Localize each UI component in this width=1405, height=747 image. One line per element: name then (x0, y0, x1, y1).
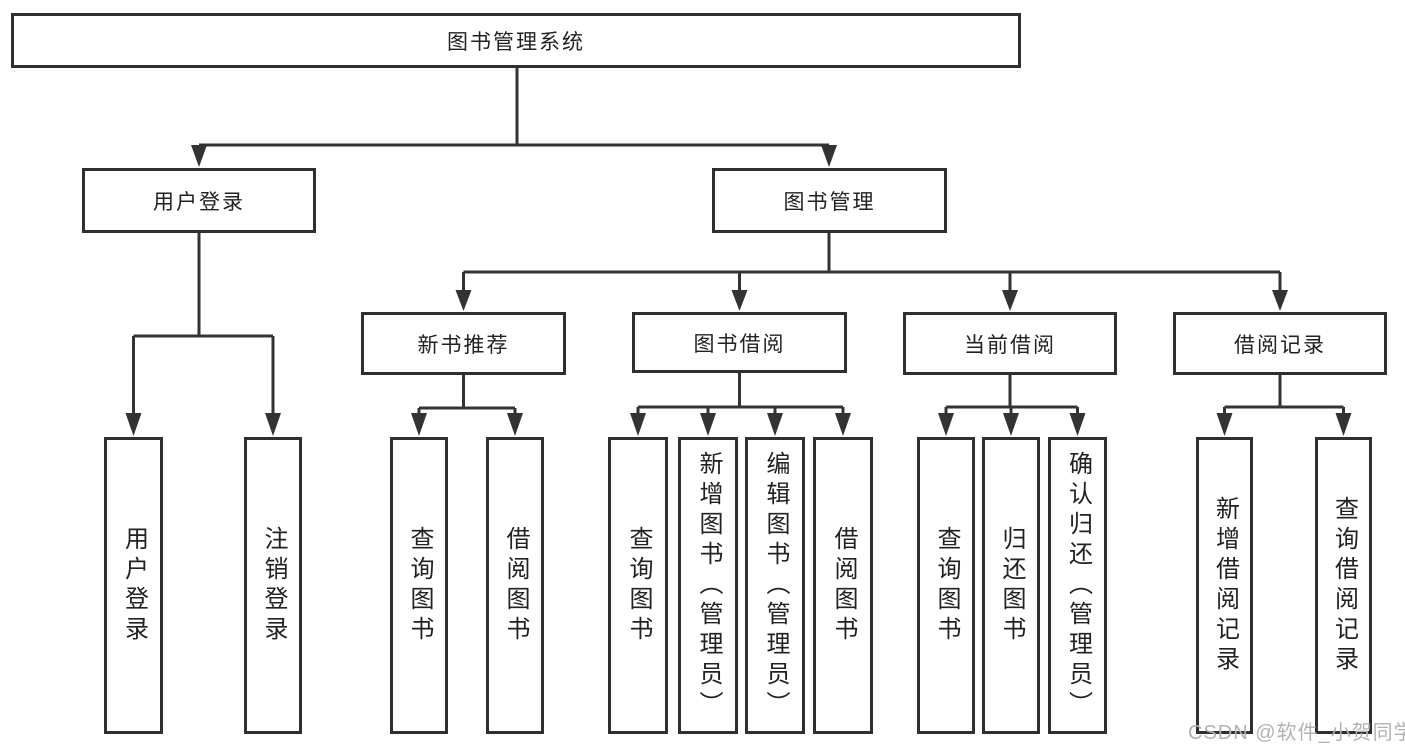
leaf-confirm-return-admin: 确认归还（管理员） (1048, 437, 1107, 734)
node-label: 图书管理系统 (447, 30, 585, 54)
node-label: 归还图书 (998, 525, 1025, 646)
node-label: 新书推荐 (417, 333, 510, 357)
node-book-borrow: 图书借阅 (632, 312, 847, 373)
node-label: 查询图书 (625, 525, 652, 646)
leaf-borrow-books-recommend: 借阅图书 (486, 437, 544, 734)
node-borrow-records: 借阅记录 (1173, 312, 1387, 375)
node-label: 注销登录 (260, 525, 287, 646)
node-label: 借阅图书 (830, 525, 857, 646)
node-label: 当前借阅 (964, 333, 1056, 357)
leaf-return-book: 归还图书 (982, 437, 1040, 734)
node-current-borrow: 当前借阅 (903, 312, 1117, 375)
leaf-query-borrow-record: 查询借阅记录 (1315, 437, 1372, 734)
node-new-book-recommend: 新书推荐 (361, 312, 566, 375)
leaf-query-books-recommend: 查询图书 (390, 437, 448, 734)
node-label: 新增借阅记录 (1211, 495, 1239, 676)
node-label: 查询借阅记录 (1330, 495, 1358, 676)
node-label: 用户登录 (120, 525, 148, 646)
node-label: 查询图书 (933, 525, 960, 646)
leaf-add-book-admin: 新增图书（管理员） (678, 437, 738, 734)
node-label: 借阅图书 (502, 525, 529, 646)
node-user-login: 用户登录 (82, 168, 316, 233)
node-label: 用户登录 (153, 190, 245, 214)
leaf-query-books-current: 查询图书 (917, 437, 975, 734)
leaf-user-login: 用户登录 (104, 437, 163, 734)
node-label: 新增图书（管理员） (695, 450, 722, 721)
node-label: 确认归还（管理员） (1064, 450, 1092, 721)
node-label: 借阅记录 (1234, 333, 1326, 357)
leaf-logout: 注销登录 (244, 437, 302, 734)
node-label: 编辑图书（管理员） (762, 450, 789, 721)
node-label: 图书管理 (783, 190, 876, 214)
leaf-add-borrow-record: 新增借阅记录 (1196, 437, 1253, 734)
node-book-management: 图书管理 (712, 168, 947, 233)
node-label: 查询图书 (406, 525, 433, 646)
node-label: 图书借阅 (693, 332, 786, 356)
leaf-edit-book-admin: 编辑图书（管理员） (745, 437, 805, 734)
leaf-query-books-borrow: 查询图书 (608, 437, 668, 734)
node-library-management-system: 图书管理系统 (11, 13, 1021, 68)
leaf-borrow-books-borrow: 借阅图书 (813, 437, 873, 734)
csdn-watermark: CSDN @软件_小贺同学 (1188, 722, 1405, 744)
